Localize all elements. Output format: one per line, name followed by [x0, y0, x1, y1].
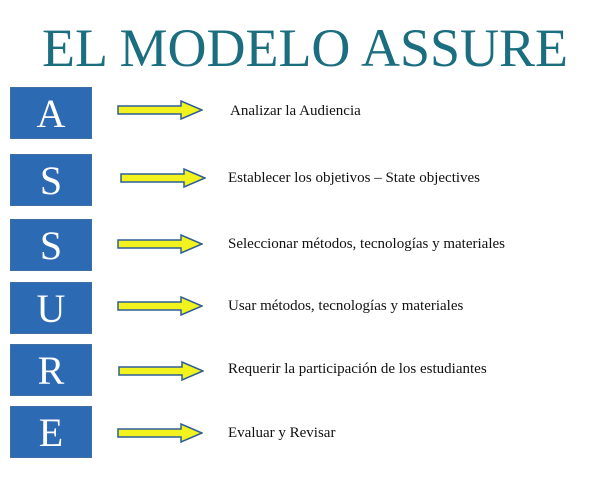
right-arrow-icon: [118, 361, 204, 381]
letter-box-s: S: [10, 154, 92, 206]
right-arrow-icon: [117, 100, 203, 120]
step-label: Analizar la Audiencia: [230, 103, 361, 119]
assure-row-e: E Evaluar y Revisar: [0, 406, 610, 458]
right-arrow-icon: [117, 234, 203, 254]
step-label: Establecer los objetivos – State objecti…: [228, 170, 481, 186]
step-label: Requerir la participación de los estudia…: [228, 361, 487, 377]
assure-row-s2: S Seleccionar métodos, tecnologías y mat…: [0, 219, 610, 271]
letter-box-u: U: [10, 282, 92, 334]
letter-box-s: S: [10, 219, 92, 271]
right-arrow-icon: [117, 423, 203, 443]
step-label: Seleccionar métodos, tecnologías y mater…: [228, 236, 505, 252]
assure-row-s1: S Establecer los objetivos – State objec…: [0, 154, 610, 206]
step-label: Evaluar y Revisar: [228, 425, 336, 441]
letter-box-a: A: [10, 87, 92, 139]
assure-row-r: R Requerir la participación de los estud…: [0, 344, 610, 396]
right-arrow-icon: [117, 296, 203, 316]
letter-box-r: R: [10, 344, 92, 396]
diagram-title: EL MODELO ASSURE: [41, 18, 569, 78]
step-label: Usar métodos, tecnologías y materiales: [228, 298, 464, 314]
assure-row-a: A Analizar la Audiencia: [0, 87, 610, 139]
assure-row-u: U Usar métodos, tecnologías y materiales: [0, 282, 610, 334]
letter-box-e: E: [10, 406, 92, 458]
right-arrow-icon: [120, 168, 206, 188]
